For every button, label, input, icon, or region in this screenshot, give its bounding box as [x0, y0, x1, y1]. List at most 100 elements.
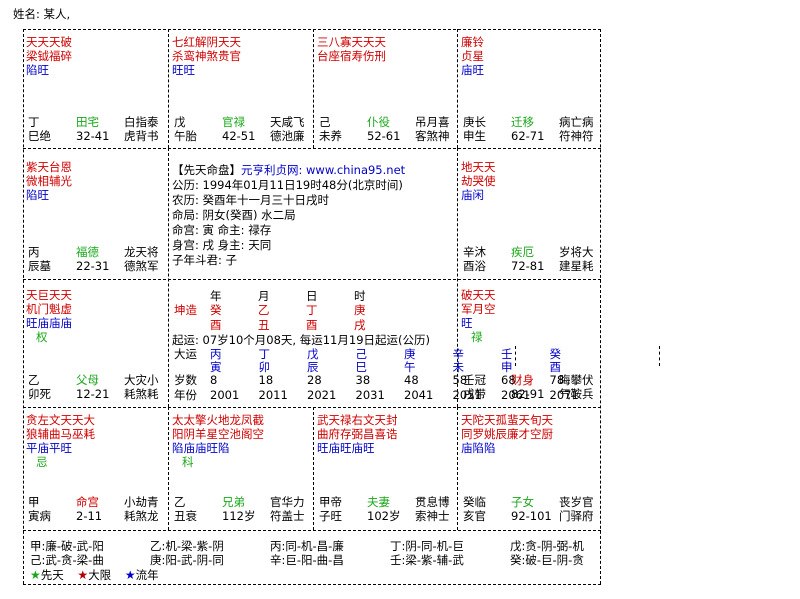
dayun-branch: 巳	[355, 360, 368, 374]
stem-year: 癸	[210, 303, 222, 317]
site-url-link[interactable]: www.china95.net	[306, 163, 406, 177]
legend-star-liunian-icon: ★	[124, 568, 136, 582]
palace-shensha-top: 天咸飞	[270, 115, 305, 129]
palace-stars: 贪左文天天大	[26, 413, 95, 427]
palace-name: 福德	[76, 245, 99, 259]
palace-shensha-top: 病亡病	[559, 115, 594, 129]
pillar-header-year: 年	[210, 289, 222, 303]
info-gongli: 公历: 1994年01月11日19时48分(北京时间)	[172, 178, 403, 192]
palace-shensha-top: 龙天将	[124, 245, 159, 259]
palace-shensha-bottom: 符盖士	[270, 509, 305, 523]
palace-stars-row2: 曲府存弼昌喜诰	[317, 427, 398, 441]
palace-name: 子女	[511, 495, 534, 509]
palace-age-range: 72-81	[511, 259, 545, 273]
palace-branch: 子旺	[319, 509, 342, 523]
suishu-value: 28	[307, 373, 322, 387]
palace-name: 财身	[511, 373, 534, 387]
palace-shensha-top: 晦攀伏	[559, 373, 594, 387]
palace-stem: 戊	[174, 115, 186, 129]
dayun-branch: 酉	[549, 360, 562, 374]
palace-sihua-mark: 科	[182, 455, 194, 469]
palace-branch: 未养	[319, 129, 342, 143]
dayun-branch: 未	[452, 360, 465, 374]
palace-branch: 辰墓	[28, 259, 51, 273]
palace-stars-row2: 梁钺福碎	[26, 49, 72, 63]
palace-shensha-top: 贯息博	[415, 495, 450, 509]
dayun-branch: 卯	[258, 360, 271, 374]
palace-shensha-top: 大灾小	[124, 373, 159, 387]
branch-year: 酉	[210, 318, 222, 332]
palace-shensha-top: 吊月喜	[415, 115, 450, 129]
info-nongli: 农历: 癸酉年十一月三十日戌时	[172, 193, 330, 207]
legend-label-liunian: 流年	[135, 568, 159, 582]
palace-shensha-bottom: 客煞神	[415, 129, 450, 143]
palace-stars: 武天禄右文天封	[317, 413, 398, 427]
palace-stars: 紫天台恩	[26, 160, 72, 174]
suishu-value: 38	[355, 373, 371, 387]
nianfen-value: 2011	[258, 388, 288, 402]
palace-age-range: 22-31	[76, 259, 110, 273]
palace-stars-row2: 狼辅曲马巫耗	[26, 427, 95, 441]
palace-branch: 戌带	[463, 387, 486, 401]
palace-stars-row2: 军月空	[461, 302, 496, 316]
suishu-value: 68	[501, 373, 516, 387]
palace-brightness: 庙旺	[461, 63, 484, 77]
dayun-stem: 辛	[452, 347, 465, 361]
palace-shensha-bottom: 建星耗	[559, 259, 594, 273]
nianfen-value: 2041	[404, 388, 434, 402]
suishu-value: 18	[258, 373, 274, 387]
dayun-stem: 己	[355, 347, 368, 361]
palace-shensha-bottom: 气鞍兵	[559, 387, 594, 401]
palace-stem: 丁	[28, 115, 40, 129]
palace-stem: 壬冠	[463, 373, 486, 387]
dayun-stem: 庚	[404, 347, 416, 361]
palace-age-range: 52-61	[367, 129, 401, 143]
sihua-entry: 乙:机-梁-紫-阴	[150, 539, 224, 553]
dayun-stem: 癸	[549, 347, 562, 361]
palace-stars: 太太擎火地龙凤截	[172, 413, 264, 427]
palace-brightness: 旺庙庙庙	[26, 316, 72, 330]
branch-month: 丑	[258, 318, 270, 332]
palace-stars: 天陀天孤蜚天旬天	[461, 413, 553, 427]
legend-star-daxian-icon: ★	[77, 568, 89, 582]
qiyun-info: 起运: 07岁10个月08天, 每运11月19日起运(公历)	[172, 333, 430, 347]
nianfen-label: 年份	[174, 388, 197, 402]
palace-stars: 廉铃	[461, 35, 484, 49]
palace-stars-row2: 机门魁虚	[26, 302, 72, 316]
palace-shensha-bottom: 耗煞龙	[124, 509, 159, 523]
suishu-value: 78	[549, 373, 565, 387]
sihua-entry: 戊:贪-阴-弼-机	[510, 539, 584, 553]
sihua-entry: 辛:巨-阳-曲-昌	[270, 553, 344, 567]
palace-shensha-bottom: 德池廉	[270, 129, 305, 143]
palace-branch: 申生	[463, 129, 486, 143]
palace-brightness: 旺旺	[172, 63, 195, 77]
site-name-link[interactable]: 元亨利贞网:	[241, 163, 303, 177]
stem-month: 乙	[258, 303, 270, 317]
suishu-label: 岁数	[174, 373, 197, 387]
palace-shensha-bottom: 虎背书	[124, 129, 159, 143]
palace-stem: 甲	[28, 495, 40, 509]
palace-stars: 天巨天天	[26, 288, 72, 302]
palace-brightness: 旺庙旺庙旺	[317, 441, 375, 455]
dayun-stem: 丁	[258, 347, 271, 361]
palace-sihua-mark: 禄	[471, 330, 483, 344]
dayun-branch: 午	[404, 360, 416, 374]
palace-name: 兄弟	[222, 495, 245, 509]
palace-name: 田宅	[76, 115, 99, 129]
palace-shensha-top: 白指泰	[124, 115, 159, 129]
stem-day: 丁	[306, 303, 318, 317]
nianfen-value: 2071	[549, 388, 579, 402]
palace-stars-row2: 同罗姚辰廉才空厨	[461, 427, 553, 441]
palace-age-range: 92-101	[511, 509, 552, 523]
dayun-branch: 辰	[307, 360, 319, 374]
dayun-branch: 寅	[210, 360, 222, 374]
